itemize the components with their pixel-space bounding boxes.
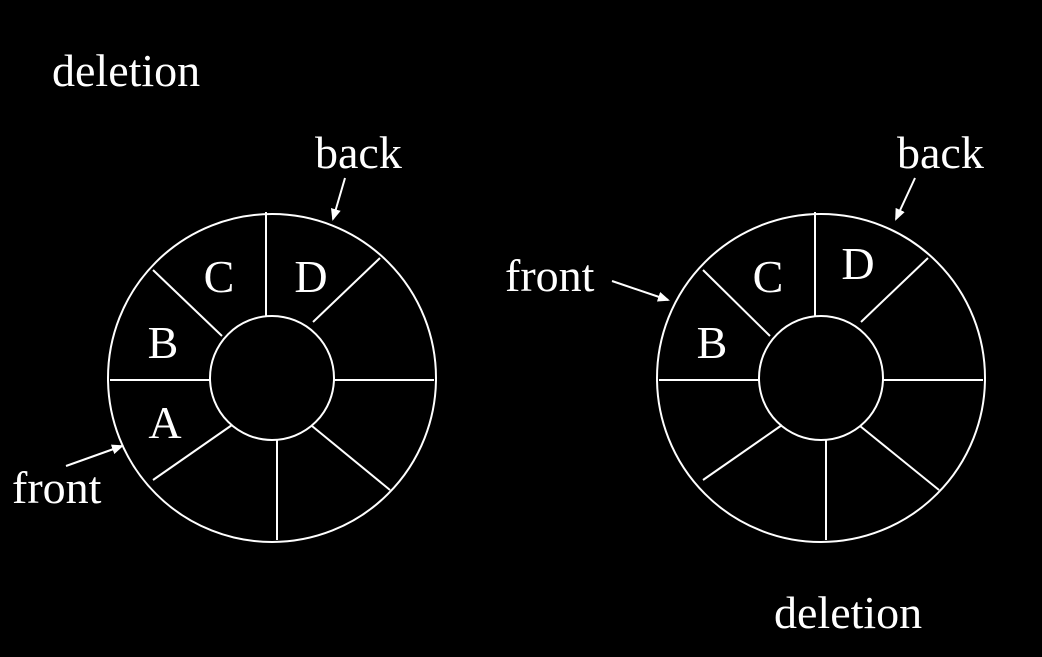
right-divider — [860, 257, 929, 323]
left-inner-ring — [209, 315, 335, 441]
right-cell-d: D — [841, 238, 874, 289]
right-divider — [702, 269, 771, 337]
left-divider — [312, 257, 381, 323]
right-divider — [859, 425, 940, 491]
right-front-arrow — [611, 280, 670, 302]
left-back-label: back — [315, 127, 402, 178]
left-back-arrow — [331, 177, 346, 221]
right-front-label: front — [505, 250, 595, 301]
left-divider — [152, 269, 223, 337]
left-cell-c: C — [204, 251, 235, 302]
right-cell-b: B — [697, 317, 728, 368]
left-cell-b: B — [148, 317, 179, 368]
left-divider — [311, 425, 391, 491]
right-cell-c: C — [753, 251, 784, 302]
right-inner-ring — [758, 315, 884, 441]
right-queue: back front deletion C D B — [505, 127, 986, 638]
left-front-label: front — [12, 462, 102, 513]
left-cell-a: A — [148, 397, 181, 448]
right-back-label: back — [897, 127, 984, 178]
left-front-arrow — [65, 444, 124, 467]
left-cell-d: D — [294, 251, 327, 302]
right-outer-ring — [656, 213, 986, 543]
left-queue: deletion back front C D B A — [12, 45, 437, 543]
left-divider — [152, 424, 233, 481]
right-back-arrow — [895, 177, 916, 221]
right-deletion-caption: deletion — [774, 587, 922, 638]
left-deletion-caption: deletion — [52, 45, 200, 96]
left-outer-ring — [107, 213, 437, 543]
right-divider — [702, 424, 783, 481]
